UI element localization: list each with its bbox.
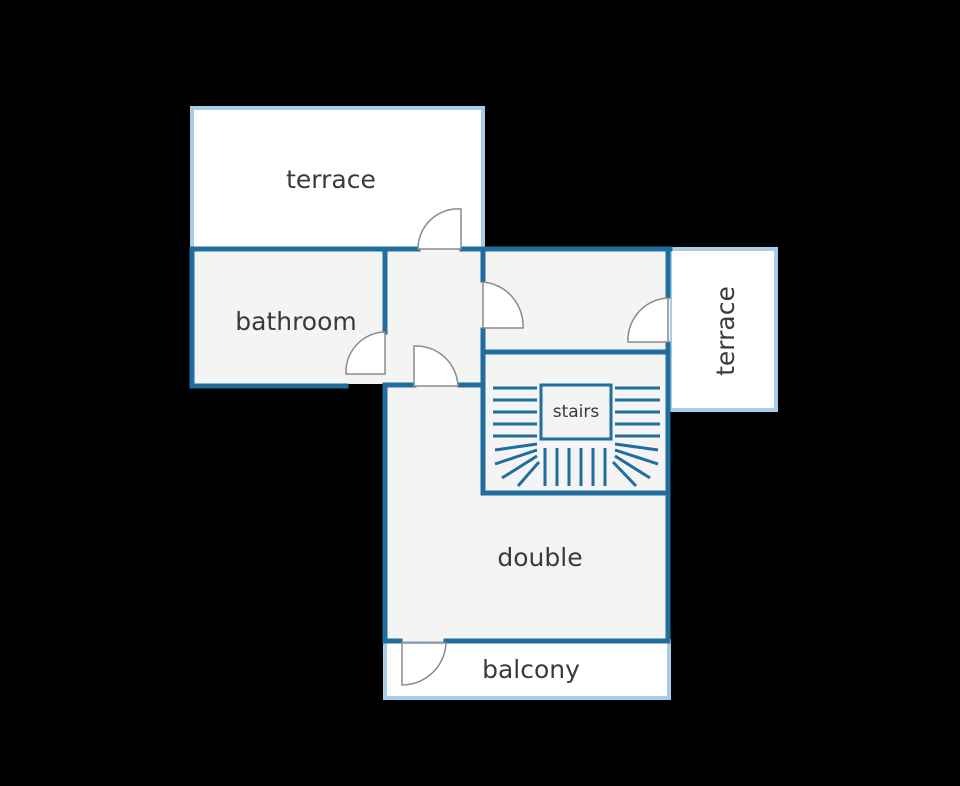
door-double (413, 345, 459, 387)
doors (345, 208, 669, 686)
door-terrace-top (417, 208, 462, 250)
walls (189, 246, 673, 644)
door-terrace-right (627, 297, 669, 343)
door-bathroom (345, 331, 386, 375)
stairs-graphic (493, 383, 660, 488)
balcony-label: balcony (482, 655, 580, 684)
stairs-box (539, 383, 613, 441)
door-balcony (401, 642, 447, 686)
terrace-right-label: terrace (711, 286, 740, 376)
stairs-label: stairs (553, 402, 600, 422)
door-hall-right (482, 281, 524, 329)
terrace-right-area (668, 247, 778, 412)
double-label: double (497, 543, 582, 572)
bathroom-label: bathroom (235, 307, 357, 336)
terrace-top-label: terrace (286, 165, 376, 194)
